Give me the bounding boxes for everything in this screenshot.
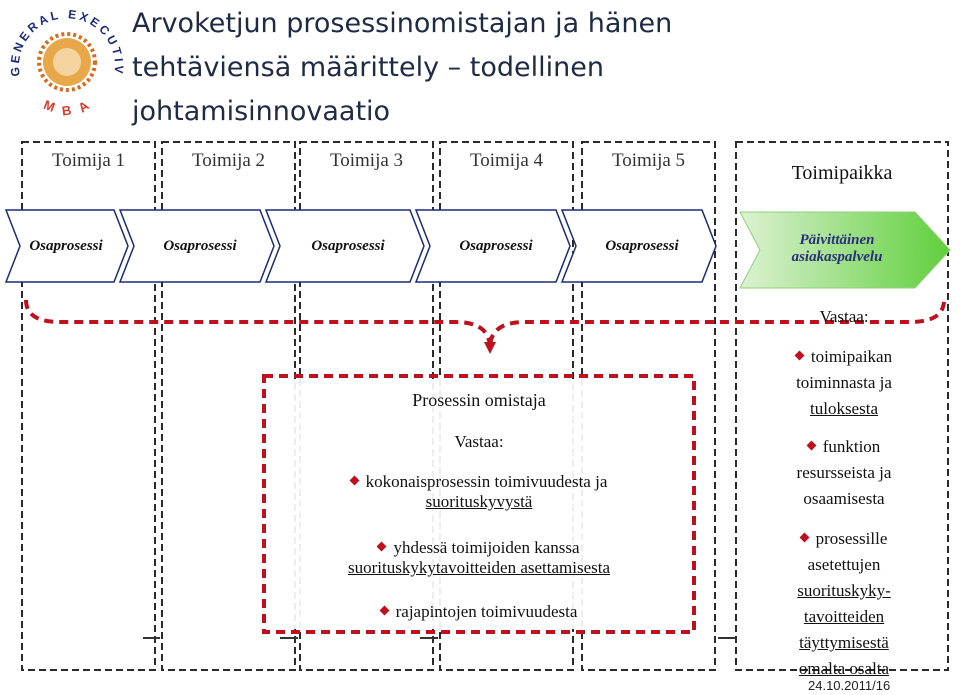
- column-label-1: Toimija 1: [51, 150, 126, 171]
- right-heading: Vastaa:: [819, 307, 869, 326]
- green-chevron-line-2: asiakaspalvelu: [791, 249, 883, 265]
- owner-subheading: Vastaa:: [454, 432, 504, 451]
- right-b2-line-3: osaamisesta: [803, 489, 885, 508]
- right-bullet-2: funktion resursseista ja osaamisesta: [740, 434, 948, 512]
- chevron-label-1: Osaprosessi: [29, 238, 103, 254]
- chevron-1: [4, 209, 129, 283]
- right-b3-line-2: asetettujen: [807, 555, 881, 574]
- chevron-label-4: Osaprosessi: [459, 238, 533, 254]
- chevron-2: [118, 209, 275, 283]
- column-label-4: Toimija 4: [469, 150, 544, 171]
- right-b2-line-2: resursseista ja: [796, 463, 892, 482]
- column-label-2: Toimija 2: [191, 150, 266, 171]
- lane-1: [21, 141, 156, 671]
- owner-box-border: [262, 374, 696, 634]
- column-label-5: Toimija 5: [611, 150, 686, 171]
- chevron-4: [414, 209, 571, 283]
- title-line-2: tehtäviensä määrittely – todellinen: [132, 52, 604, 83]
- slide-date: 24.10.2011/16: [808, 678, 891, 693]
- title-line-1: Arvoketjun prosessinomistajan ja hänen: [132, 8, 673, 39]
- right-b3-line-4: tavoitteiden: [803, 607, 885, 626]
- owner-bullet-2-line-2: suorituskykytavoitteiden asettamisesta: [347, 558, 611, 577]
- lane-6: [735, 141, 949, 671]
- process-brace: [24, 299, 946, 349]
- right-bullet-3: prosessille asetettujen suorituskyky- ta…: [740, 526, 948, 682]
- chevron-label-5: Osaprosessi: [605, 238, 679, 254]
- title-line-3: johtamisinnovaatio: [132, 96, 391, 127]
- chevron-green: [739, 211, 951, 289]
- red-diamond-icon: [799, 532, 810, 543]
- right-b3-line-3: suorituskyky-: [797, 581, 891, 600]
- column-label-6: Toimipaikka: [791, 162, 893, 184]
- red-diamond-icon: [349, 475, 360, 486]
- green-chevron-line-1: Päivittäinen: [799, 232, 875, 248]
- right-b3-line-1: prosessille: [815, 529, 888, 548]
- sun-emblem-icon: [37, 32, 97, 92]
- green-chevron-label: Päivittäinen asiakaspalvelu: [762, 232, 912, 266]
- column-label-3: Toimija 3: [329, 150, 404, 171]
- right-bullet-1: toimipaikan toiminnasta ja tuloksesta: [740, 344, 948, 422]
- chevron-5: [560, 209, 717, 283]
- page-title: Arvoketjun prosessinomistajan ja hänen t…: [132, 2, 772, 134]
- right-b1-line-2: toiminnasta ja: [796, 373, 892, 392]
- right-b1-line-1: toimipaikan: [810, 347, 893, 366]
- red-diamond-icon: [794, 350, 805, 361]
- owner-bullet-1-line-1: kokonaisprosessin toimivuudesta ja: [365, 472, 608, 491]
- red-diamond-icon: [379, 605, 390, 616]
- owner-bullet-1-line-2: suorituskyvystä: [425, 492, 533, 511]
- red-diamond-icon: [806, 440, 817, 451]
- chevron-label-3: Osaprosessi: [311, 238, 385, 254]
- right-b3-line-5: täyttymisestä: [799, 633, 889, 652]
- right-b2-line-1: funktion: [822, 437, 881, 456]
- red-diamond-icon: [377, 541, 387, 552]
- chevron-label-2: Osaprosessi: [163, 238, 237, 254]
- owner-bullet-3: rajapintojen toimivuudesta: [268, 602, 690, 622]
- owner-bullet-2: yhdessä toimijoiden kanssa suorituskykyt…: [268, 538, 690, 578]
- owner-bullet-3-line-1: rajapintojen toimivuudesta: [395, 602, 578, 621]
- owner-bullet-1: kokonaisprosessin toimivuudesta ja suori…: [268, 472, 690, 512]
- owner-heading: Prosessin omistaja: [412, 390, 546, 410]
- chevron-3: [264, 209, 425, 283]
- owner-bullet-2-line-1: yhdessä toimijoiden kanssa: [393, 538, 580, 557]
- mba-logo: GENERAL EXECUTIVE MBA: [6, 4, 125, 123]
- right-b1-line-3: tuloksesta: [810, 399, 878, 418]
- right-b3-line-6: omalta osalta: [798, 659, 890, 678]
